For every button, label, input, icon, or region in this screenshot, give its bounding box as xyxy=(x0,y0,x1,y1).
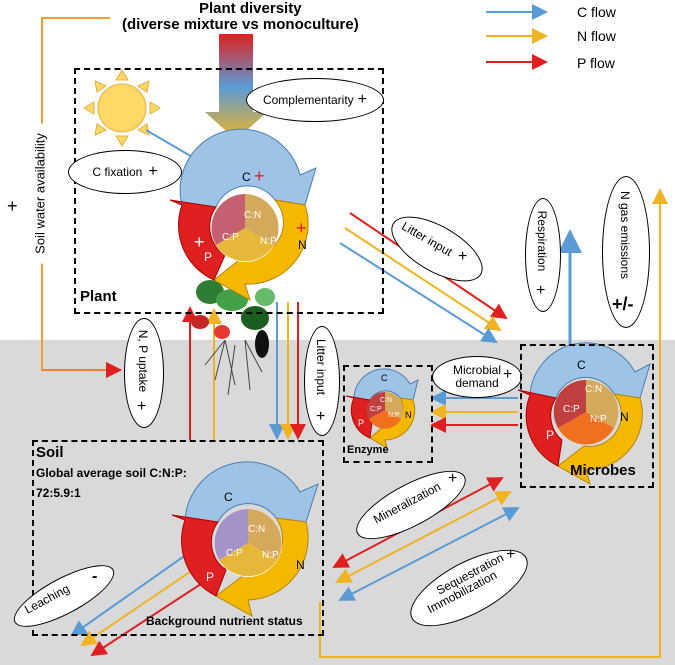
complementarity-ellipse: Complementarity + xyxy=(246,78,384,122)
enzyme-label: Enzyme xyxy=(347,444,389,456)
plant-wheel-c: C xyxy=(242,170,251,184)
c-fixation-ellipse: C fixation + xyxy=(68,150,182,194)
sequestration-sign: + xyxy=(506,546,516,563)
litter-input-mid-label: Litter input xyxy=(314,338,328,396)
soil-subtitle1: Global average soil C:N:P: xyxy=(36,466,187,480)
complementarity-label: Complementarity xyxy=(262,93,354,107)
plant-box xyxy=(74,68,384,314)
plant-wheel-p: P xyxy=(204,250,213,264)
soil-water-label: Soil water availability xyxy=(32,123,48,264)
legend-n-label: N flow xyxy=(577,28,616,44)
soil-label: Soil xyxy=(36,444,64,461)
microbes-c: C xyxy=(577,358,586,372)
plant-label: Plant xyxy=(80,288,117,305)
plant-wheel-np: N:P xyxy=(260,236,277,247)
respiration-ellipse xyxy=(525,198,561,312)
microbes-np: N:P xyxy=(590,414,607,425)
plant-wheel-n-sign: + xyxy=(296,218,307,238)
soil-wheel-p: P xyxy=(206,570,215,584)
litter-input-top-sign: + xyxy=(458,248,468,265)
enzyme-cn: C:N xyxy=(380,397,393,404)
plant-diversity-arrow xyxy=(205,34,267,140)
complementarity-sign: + xyxy=(357,91,368,108)
enzyme-np: N:P xyxy=(388,412,400,419)
soil-background-label: Background nutrient status xyxy=(146,614,303,628)
n-gas-ellipse xyxy=(602,176,650,328)
microbes-cn: C:N xyxy=(585,384,603,395)
n-gas-sign: +/- xyxy=(612,294,634,314)
microbes-cp: C:P xyxy=(563,404,580,415)
enzyme-cp: C:P xyxy=(370,406,382,413)
respiration-sign: + xyxy=(536,282,546,299)
soil-wheel-c: C xyxy=(224,490,233,504)
litter-input-mid-ellipse xyxy=(304,326,340,436)
np-uptake-sign: + xyxy=(137,398,147,415)
microbes-box xyxy=(520,344,654,488)
enzyme-p: P xyxy=(358,418,365,428)
microbes-n: N xyxy=(620,410,629,424)
c-fixation-sign: + xyxy=(148,163,158,180)
plant-wheel-p-sign: + xyxy=(194,232,205,252)
soil-wheel-cp: C:P xyxy=(226,548,243,559)
np-uptake-ellipse xyxy=(124,318,164,428)
np-uptake-label: N, P uptake xyxy=(136,329,150,393)
microbial-demand-ellipse: Microbial demand xyxy=(432,356,522,398)
plant-wheel-cn: C:N xyxy=(244,210,262,221)
microbial-demand-line2: demand xyxy=(455,376,499,390)
sun-icon xyxy=(83,69,161,147)
legend-c-label: C flow xyxy=(577,4,616,20)
enzyme-box xyxy=(343,365,433,463)
legend-p-label: P flow xyxy=(577,55,615,71)
c-fixation-label: C fixation xyxy=(92,165,143,179)
plant-wheel-c-sign: + xyxy=(254,166,265,186)
litter-input-mid-sign: + xyxy=(316,408,326,425)
n-gas-path xyxy=(319,188,668,658)
soil-wheel-cn: C:N xyxy=(248,524,266,535)
soil-wheel-np: N:P xyxy=(262,550,279,561)
enzyme-c: C xyxy=(381,373,388,383)
microbial-demand-sign: + xyxy=(503,366,513,383)
n-gas-label: N gas emissions xyxy=(618,190,632,280)
plant-wheel-n: N xyxy=(298,238,307,252)
enzyme-n: N xyxy=(405,410,412,420)
mineralization-sign: + xyxy=(448,470,458,487)
soil-subtitle2: 72:5.9:1 xyxy=(36,486,81,500)
plant-wheel-cp: C:P xyxy=(222,232,239,243)
microbial-demand-line1: Microbial xyxy=(452,363,501,377)
soil-water-sign: + xyxy=(7,196,18,216)
title-line2: (diverse mixture vs monoculture) xyxy=(122,16,359,33)
microbes-label: Microbes xyxy=(570,462,636,479)
leaching-sign: - xyxy=(92,568,98,585)
soil-box xyxy=(32,440,324,636)
respiration-label: Respiration xyxy=(535,210,549,272)
title-line1: Plant diversity xyxy=(199,0,302,17)
microbes-p: P xyxy=(546,428,555,442)
soil-wheel-n: N xyxy=(296,558,305,572)
